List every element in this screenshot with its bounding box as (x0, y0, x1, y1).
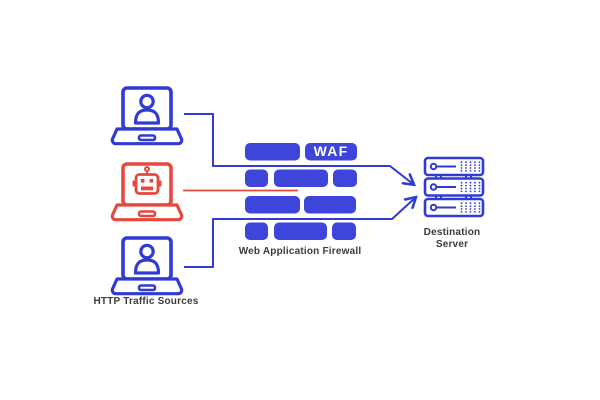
allowed-traffic-line-bottom (184, 198, 415, 268)
brick-wall-icon (245, 143, 357, 240)
waf-badge: WAF (313, 143, 349, 159)
brick (245, 143, 300, 161)
destination-label-line2: Server (435, 238, 469, 250)
brick (245, 222, 268, 240)
firewall-label: Web Application Firewall (238, 246, 362, 257)
brick (333, 169, 357, 187)
brick (274, 222, 327, 240)
brick (332, 222, 356, 240)
waf-brick (305, 143, 357, 161)
brick (274, 169, 328, 187)
laptop-bot-icon (110, 162, 184, 222)
laptop-user-icon-bottom (110, 236, 184, 296)
server-rack-icon (423, 156, 485, 218)
http-traffic-sources-label: HTTP Traffic Sources (93, 296, 199, 307)
brick (245, 196, 300, 214)
laptop-user-icon-top (110, 86, 184, 146)
destination-label-line1: Destination (423, 227, 481, 238)
brick (304, 196, 356, 214)
allowed-traffic-line-top (184, 113, 413, 184)
destination-server-label: Destination Server (407, 227, 497, 250)
brick (245, 169, 268, 187)
